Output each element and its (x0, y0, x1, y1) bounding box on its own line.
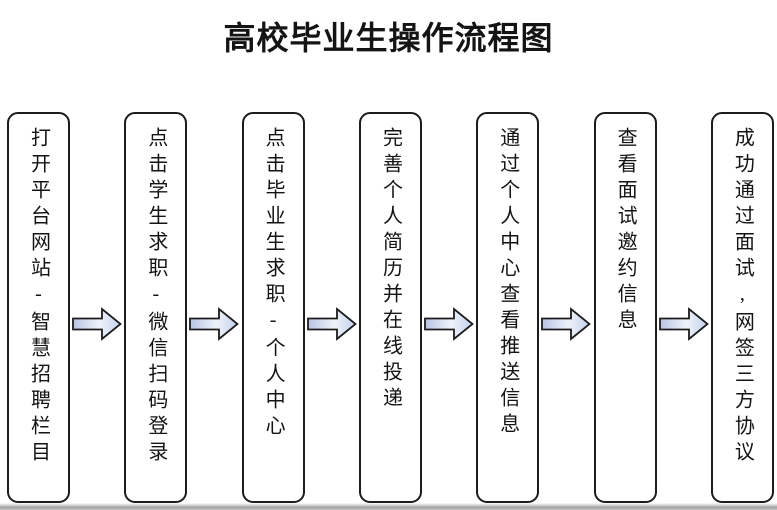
right-block-arrow-icon (541, 306, 592, 341)
flow-step-4: 完善个人简历并在线投递 (358, 112, 422, 503)
flow-step-5: 通过个人中心查看推送信息 (476, 112, 540, 503)
flow-step-label: 完善个人简历并在线投递 (379, 127, 402, 413)
flow-step-2: 点击学生求职-微信扫码登录 (124, 112, 188, 503)
right-block-arrow-icon (424, 306, 475, 341)
flow-step-7: 成功通过面试,网签三方协议 (710, 112, 774, 503)
flow-step-label: 查看面试邀约信息 (614, 127, 637, 335)
flowchart-title: 高校毕业生操作流程图 (223, 20, 554, 56)
flow-step-label: 点击学生求职-微信扫码登录 (144, 127, 167, 467)
flow-step-label: 通过个人中心查看推送信息 (496, 127, 519, 439)
flow-step-1: 打开平台网站-智慧招聘栏目 (7, 112, 70, 503)
right-block-arrow-icon (306, 306, 357, 341)
scan-shadow-bar (0, 503, 777, 510)
flow-step-6: 查看面试邀约信息 (593, 112, 657, 503)
flowchart-row: 打开平台网站-智慧招聘栏目 点击学生求职-微信扫码登录 点击毕业生求职-个人中心… (7, 112, 774, 503)
flow-step-3: 点击毕业生求职-个人中心 (241, 112, 305, 503)
right-block-arrow-icon (189, 306, 240, 341)
flow-step-label: 点击毕业生求职-个人中心 (262, 127, 285, 441)
flow-step-label: 打开平台网站-智慧招聘栏目 (27, 127, 50, 467)
right-block-arrow-icon (72, 306, 123, 341)
right-block-arrow-icon (658, 306, 709, 341)
flow-step-label: 成功通过面试,网签三方协议 (731, 127, 754, 467)
